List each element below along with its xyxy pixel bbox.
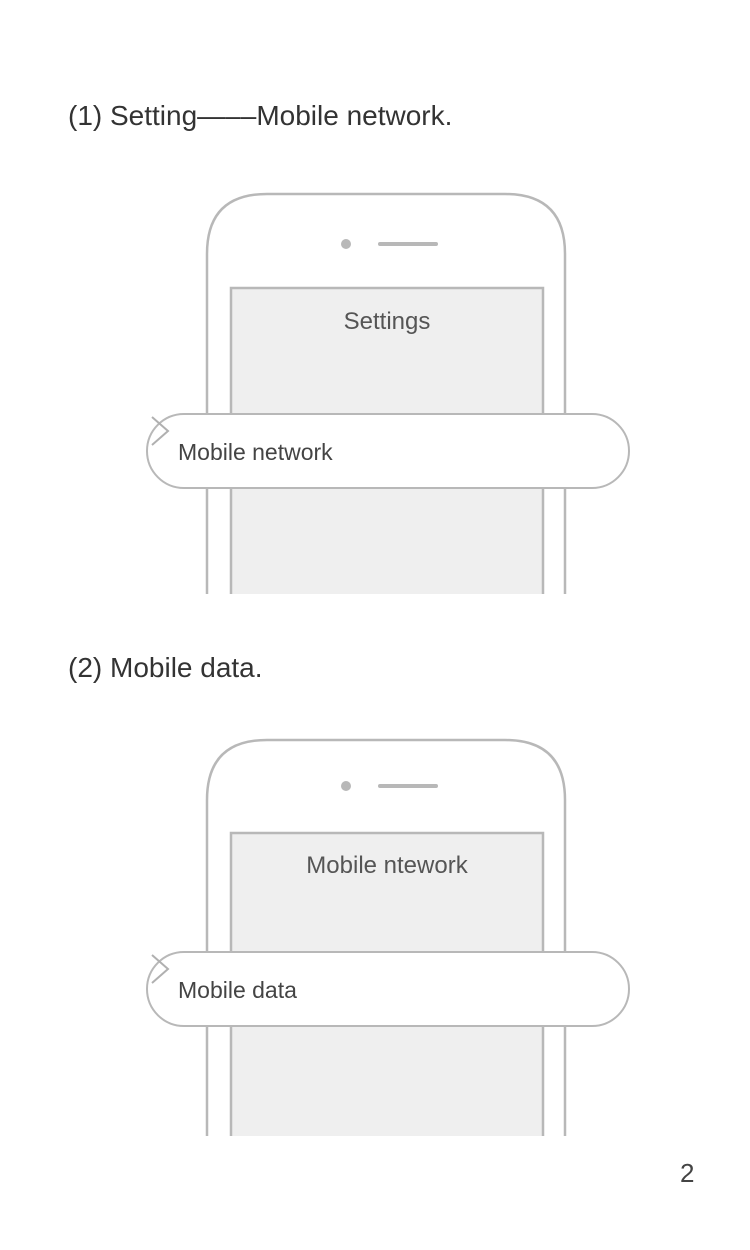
screen-title-1: Settings: [343, 308, 431, 335]
phone-outline-1: [205, 192, 567, 594]
row-label-1: Mobile network: [178, 439, 333, 465]
phone-illustration-2: Mobile ntework Mobile data: [0, 736, 750, 1140]
step-1-title: (1) Setting—––Mobile network.: [68, 100, 453, 131]
camera-dot-icon: [341, 239, 351, 249]
chevron-right-icon: [151, 416, 170, 446]
row-label-2: Mobile data: [178, 977, 297, 1003]
page-number: 2: [680, 1158, 695, 1188]
screen-title-2: Mobile ntework: [306, 852, 468, 879]
phone-outline-2: [205, 738, 567, 1136]
camera-dot-icon: [341, 781, 351, 791]
chevron-right-icon: [151, 954, 170, 984]
mobile-network-row[interactable]: Mobile network: [146, 413, 630, 489]
phone-illustration-1: Settings Mobile network: [0, 190, 750, 600]
step-2-title: (2) Mobile data.: [68, 652, 263, 683]
mobile-data-row[interactable]: Mobile data: [146, 951, 630, 1027]
